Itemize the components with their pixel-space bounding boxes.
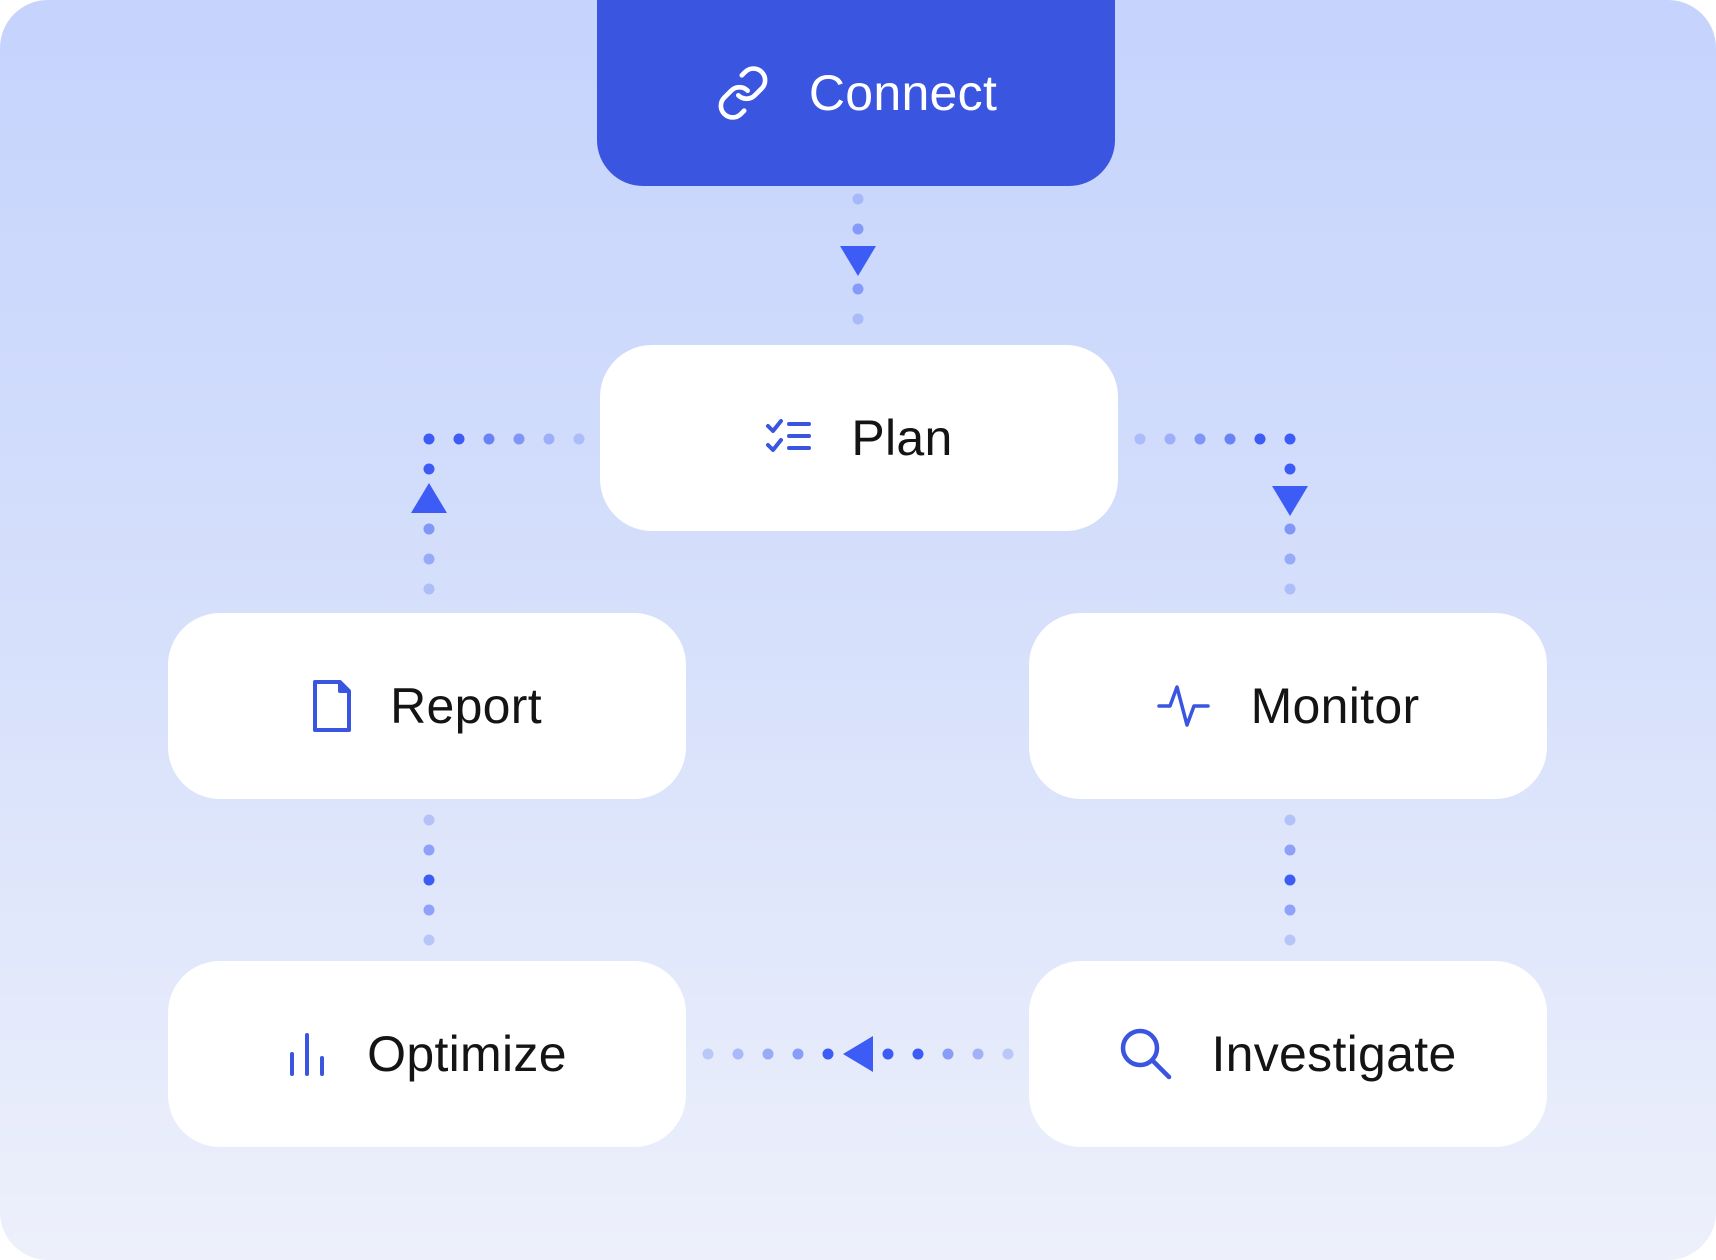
document-icon [312, 679, 352, 733]
connector-optimize-to-report [423, 814, 435, 946]
connector-report-to-plan [411, 433, 585, 595]
step-plan[interactable]: Plan [600, 345, 1118, 531]
search-icon [1119, 1027, 1173, 1081]
checklist-icon [765, 418, 813, 458]
step-label: Monitor [1250, 678, 1420, 734]
arrow-up-icon [411, 483, 447, 513]
step-label: Optimize [367, 1026, 567, 1082]
connector-monitor-to-investigate [1284, 814, 1296, 946]
arrow-down-icon [1272, 486, 1308, 516]
step-label: Connect [808, 65, 998, 121]
connector-plan-to-monitor [1134, 433, 1308, 595]
link-icon [715, 65, 771, 121]
arrow-left-icon [843, 1036, 873, 1072]
connector-connect-to-plan [840, 193, 876, 325]
step-optimize[interactable]: Optimize [168, 961, 686, 1147]
step-monitor[interactable]: Monitor [1029, 613, 1547, 799]
step-investigate[interactable]: Investigate [1029, 961, 1547, 1147]
bar-chart-icon [287, 1032, 329, 1076]
step-label: Report [390, 678, 542, 734]
step-report[interactable]: Report [168, 613, 686, 799]
step-connect[interactable]: Connect [597, 0, 1115, 186]
arrow-down-icon [840, 246, 876, 276]
step-label: Investigate [1211, 1026, 1457, 1082]
step-label: Plan [851, 410, 953, 466]
connector-investigate-to-optimize [702, 1036, 1014, 1072]
pulse-icon [1156, 682, 1213, 730]
